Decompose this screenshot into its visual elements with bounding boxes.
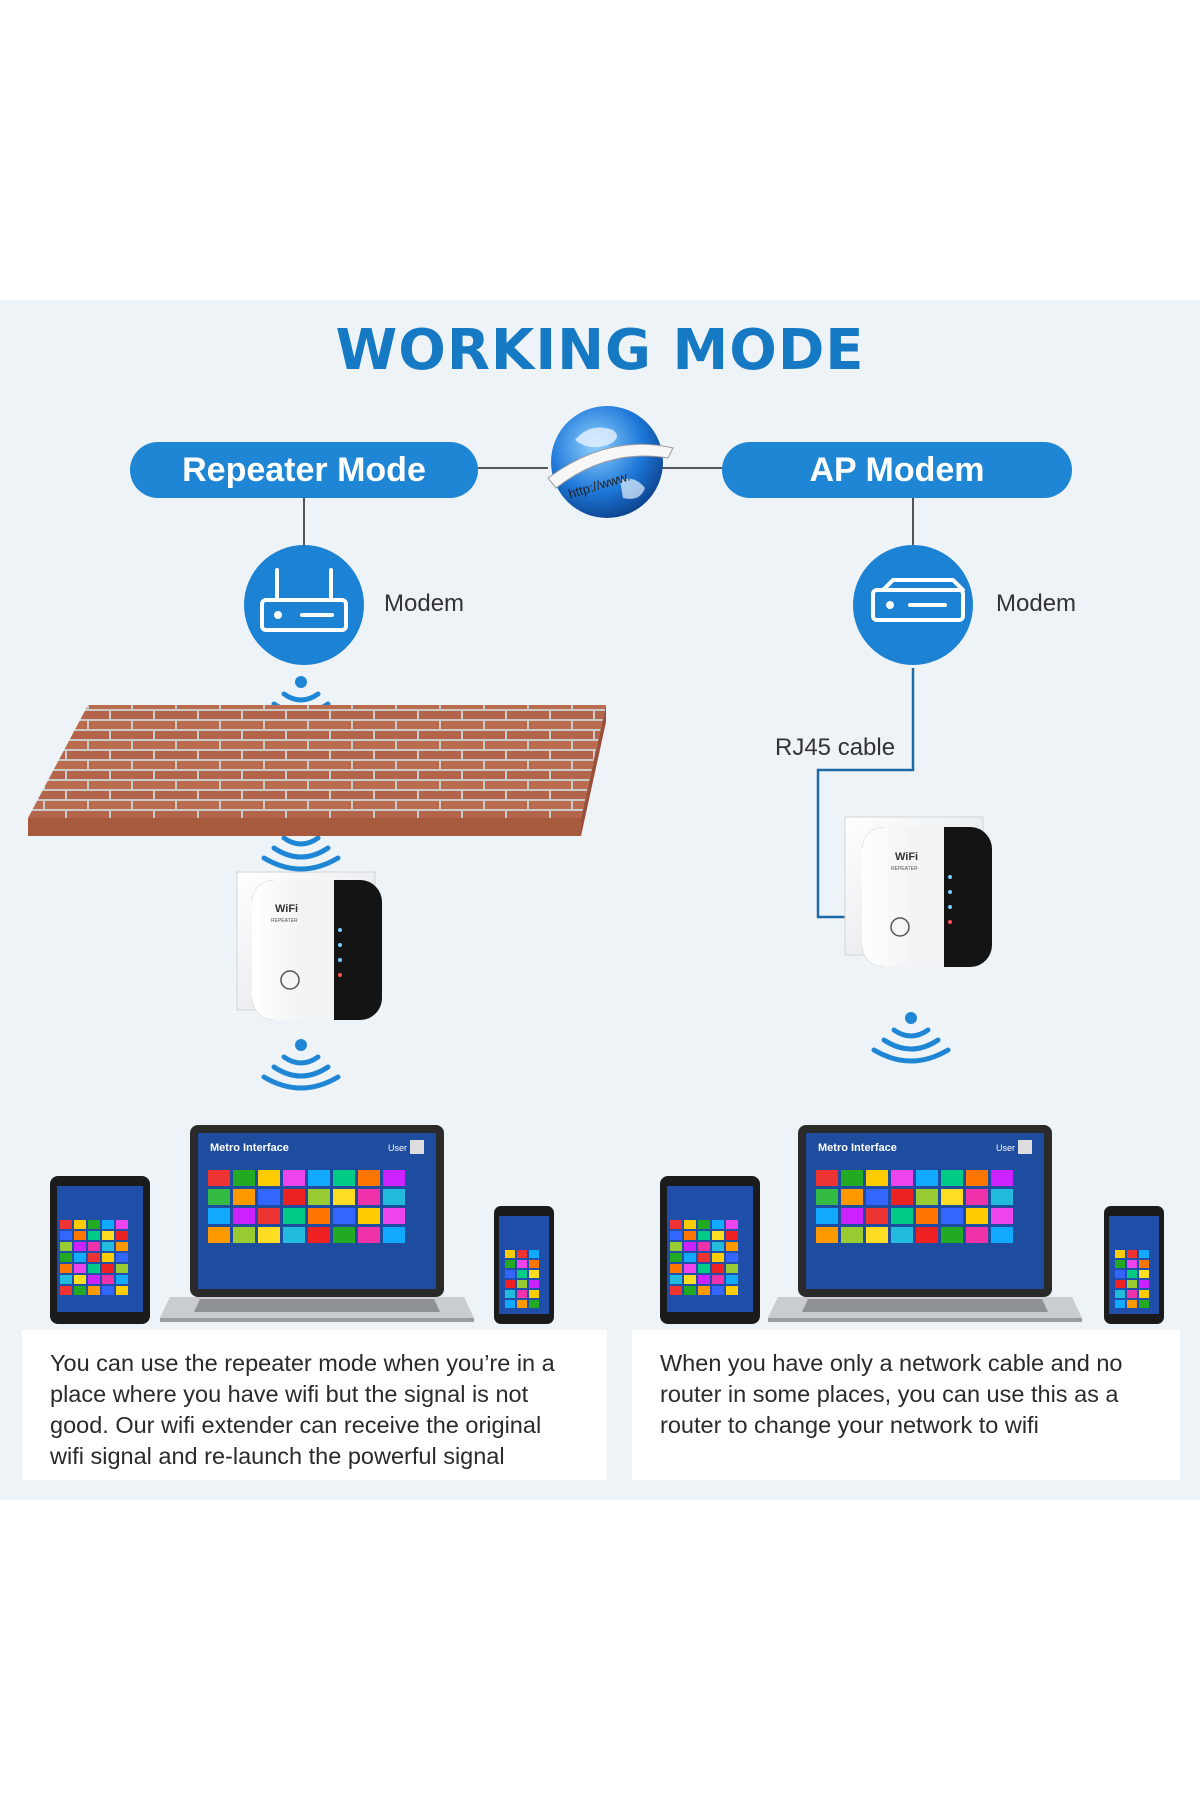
rj45-cable-label: RJ45 cable [775, 734, 896, 761]
left-modem-label: Modem [384, 590, 465, 617]
repeater-description: You can use the repeater mode when you’r… [22, 1330, 607, 1480]
left-wifi-repeater: WiFi REPEATER [236, 871, 382, 1020]
left-laptop: Metro Interface User [160, 1125, 474, 1322]
ap-modem-pill: AP Modem [722, 442, 1072, 498]
right-laptop: Metro Interface User [768, 1125, 1082, 1322]
svg-text:WiFi: WiFi [895, 851, 918, 863]
page-title: WORKING MODE [335, 318, 865, 383]
svg-text:REPEATER: REPEATER [271, 918, 298, 924]
right-phone [1104, 1206, 1164, 1324]
left-phone [494, 1206, 554, 1324]
right-wifi-repeater: WiFi REPEATER [844, 816, 992, 967]
repeater-mode-pill: Repeater Mode [130, 442, 478, 498]
svg-text:REPEATER: REPEATER [891, 866, 918, 872]
left-tablet [50, 1176, 150, 1324]
svg-text:Metro Interface: Metro Interface [210, 1142, 289, 1154]
right-tablet [660, 1176, 760, 1324]
svg-text:WiFi: WiFi [275, 903, 298, 915]
ap-description: When you have only a network cable and n… [632, 1330, 1180, 1480]
svg-text:User: User [996, 1143, 1015, 1153]
svg-text:User: User [388, 1143, 407, 1153]
right-modem-label: Modem [996, 590, 1077, 617]
svg-text:Metro Interface: Metro Interface [818, 1142, 897, 1154]
